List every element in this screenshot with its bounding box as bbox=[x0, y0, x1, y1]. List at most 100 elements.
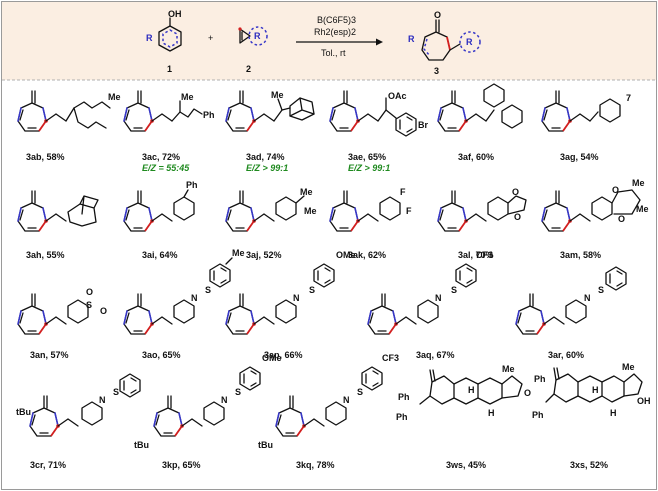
3ws-me-label: Me bbox=[502, 364, 515, 374]
3ws-h-2: H bbox=[488, 408, 495, 418]
3al-o-2: O bbox=[514, 212, 521, 222]
product-label: 3 bbox=[434, 66, 439, 76]
3ws-label: 3ws, 45% bbox=[446, 460, 486, 470]
reaction-arrow bbox=[296, 38, 383, 46]
3ae-br-label: Br bbox=[418, 120, 428, 130]
3am-o-1: O bbox=[612, 185, 619, 195]
3kq-tbu-label: tBu bbox=[258, 440, 273, 450]
3ad-me-label: Me bbox=[271, 90, 284, 100]
3an-s-label: S bbox=[86, 300, 92, 310]
3am-me-1: Me bbox=[632, 178, 645, 188]
compound-3al: O O 3al, 70% bbox=[437, 187, 527, 260]
3aj-me-2: Me bbox=[304, 206, 317, 216]
compound-3ar: N S 3ar, 60% bbox=[515, 266, 627, 360]
3ar-s-label: S bbox=[598, 285, 604, 295]
3kp-s-label: S bbox=[235, 387, 241, 397]
phenol-structure: OH R 1 bbox=[146, 9, 182, 74]
r-group-label: R bbox=[146, 33, 153, 43]
compound-3kq: tBu N S CF3 3kq, 78% bbox=[258, 353, 399, 470]
3ai-ph-label: Ph bbox=[186, 180, 198, 190]
3am-o-2: O bbox=[618, 214, 625, 224]
3ae-oac-label: OAc bbox=[388, 91, 407, 101]
3ae-label: 3ae, 65% bbox=[348, 152, 386, 162]
3cr-label: 3cr, 71% bbox=[30, 460, 66, 470]
cyclopropene-structure: R 2 bbox=[238, 26, 268, 74]
3ws-ph-1: Ph bbox=[398, 392, 410, 402]
3ae-ez-ratio: E/Z > 99:1 bbox=[348, 163, 390, 173]
3kp-label: 3kp, 65% bbox=[162, 460, 201, 470]
3ap-ome-label: OMe bbox=[336, 250, 356, 260]
r-ring-label: R bbox=[254, 31, 261, 41]
general-product-structure: O R R 3 bbox=[408, 10, 481, 76]
compound-3ab: Me 3ab, 58% bbox=[17, 90, 121, 162]
3ag-label: 3ag, 54% bbox=[560, 152, 599, 162]
3ao-n-label: N bbox=[191, 293, 198, 303]
header-background bbox=[2, 2, 656, 80]
3aj-label: 3aj, 52% bbox=[246, 250, 282, 260]
3an-o-2: O bbox=[100, 306, 107, 316]
3ao-s-label: S bbox=[205, 285, 211, 295]
compound-3ag: 7 3ag, 54% bbox=[541, 90, 631, 162]
3aq-label: 3aq, 67% bbox=[416, 350, 455, 360]
compound-3ai: Ph 3ai, 64% bbox=[123, 180, 198, 260]
3xs-h-2: H bbox=[610, 408, 617, 418]
3af-label: 3af, 60% bbox=[458, 152, 494, 162]
compound-3ac: Me Ph 3ac, 72% E/Z = 55:45 bbox=[123, 90, 215, 173]
3ac-me-label: Me bbox=[181, 92, 194, 102]
3kq-label: 3kq, 78% bbox=[296, 460, 335, 470]
condition-catalyst-1: B(C6F5)3 bbox=[317, 15, 356, 25]
condition-solvent: Tol., rt bbox=[321, 48, 346, 58]
plus-sign: + bbox=[208, 33, 213, 43]
reagent-2-label: 2 bbox=[246, 64, 251, 74]
3aj-me-1: Me bbox=[300, 187, 313, 197]
3xs-ph-1: Ph bbox=[534, 374, 546, 384]
condition-catalyst-2: Rh2(esp)2 bbox=[314, 27, 356, 37]
3kp-tbu-label: tBu bbox=[134, 440, 149, 450]
3aq-s-label: S bbox=[451, 285, 457, 295]
compound-3xs: Ph Ph Me OH H H 3xs, 52% bbox=[532, 362, 651, 470]
3ad-label: 3ad, 74% bbox=[246, 152, 285, 162]
compound-3kp: tBu N S OMe 3kp, 65% bbox=[134, 353, 282, 470]
3kq-cf3-label: CF3 bbox=[382, 353, 399, 363]
compound-3aj: Me Me 3aj, 52% bbox=[225, 187, 317, 260]
3ac-ph-label: Ph bbox=[203, 110, 215, 120]
3xs-label: 3xs, 52% bbox=[570, 460, 608, 470]
3ws-ph-2: Ph bbox=[396, 412, 408, 422]
hydroxyl-label: OH bbox=[168, 9, 182, 19]
general-reaction-header: OH R 1 + R 2 B(C6F5)3 Rh2(esp)2 Tol., rt bbox=[2, 2, 656, 81]
3ah-label: 3ah, 55% bbox=[26, 250, 65, 260]
3ai-label: 3ai, 64% bbox=[142, 250, 178, 260]
3ac-ez-ratio: E/Z = 55:45 bbox=[142, 163, 190, 173]
compound-3cr: tBu N S 3cr, 71% bbox=[16, 373, 141, 470]
3ap-s-label: S bbox=[309, 285, 315, 295]
3al-o-1: O bbox=[512, 187, 519, 197]
product-r-left: R bbox=[408, 34, 415, 44]
product-r-ring: R bbox=[466, 37, 473, 47]
3kq-n-label: N bbox=[343, 395, 350, 405]
3an-o-1: O bbox=[86, 287, 93, 297]
3aq-n-label: N bbox=[435, 293, 442, 303]
3am-label: 3am, 58% bbox=[560, 250, 601, 260]
3ak-label: 3ak, 62% bbox=[348, 250, 386, 260]
compound-3an: S O O 3an, 57% bbox=[17, 287, 107, 360]
reagent-1-label: 1 bbox=[167, 64, 172, 74]
3xs-oh-label: OH bbox=[637, 396, 651, 406]
3xs-ph-2: Ph bbox=[532, 410, 544, 420]
3xs-h-1: H bbox=[592, 385, 599, 395]
compound-3ah: 3ah, 55% bbox=[17, 190, 99, 260]
3kp-n-label: N bbox=[221, 395, 228, 405]
3kp-ome-label: OMe bbox=[262, 353, 282, 363]
3cr-s-label: S bbox=[113, 387, 119, 397]
3ws-ketone-o: O bbox=[524, 388, 531, 398]
3ab-label: 3ab, 58% bbox=[26, 152, 65, 162]
compound-3ws: Ph Ph Me O H H 3ws, 45% bbox=[396, 364, 531, 470]
3xs-me-label: Me bbox=[622, 362, 635, 372]
3cr-tbu-label: tBu bbox=[16, 407, 31, 417]
3ar-n-label: N bbox=[584, 293, 591, 303]
compound-3am: O O Me Me 3am, 58% bbox=[541, 178, 649, 260]
compound-3ae: OAc Br 3ae, 65% E/Z > 99:1 bbox=[329, 90, 428, 173]
3al-label: 3al, 70% bbox=[458, 250, 494, 260]
compound-3af: 3af, 60% bbox=[437, 83, 523, 162]
